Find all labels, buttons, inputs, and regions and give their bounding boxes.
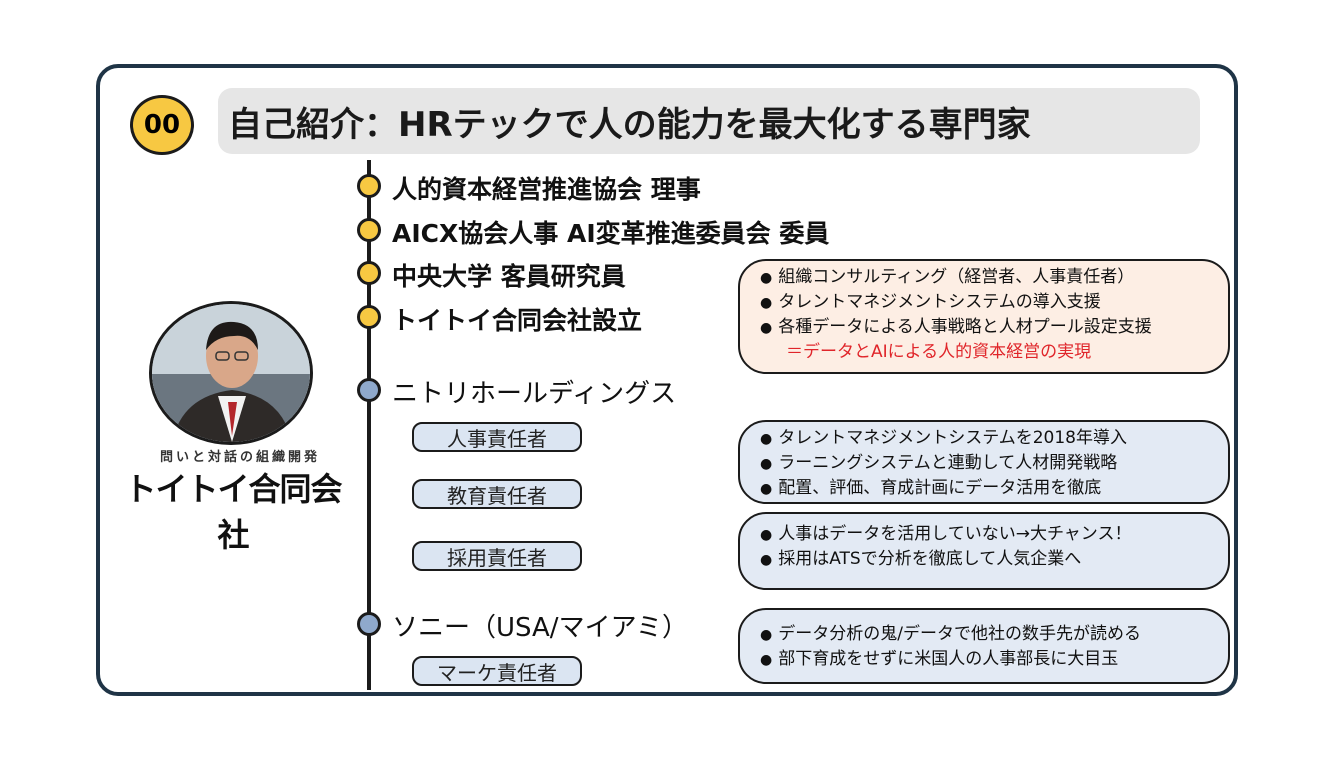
role-tag-education-head: 教育責任者 [412, 479, 582, 509]
profile-photo [149, 301, 313, 445]
timeline-node-blue [357, 378, 381, 402]
callout-sony: データ分析の鬼/データで他社の数手先が読める 部下育成をせずに米国人の人事部長に… [738, 608, 1230, 684]
slide-title: 自己紹介：HRテックで人の能力を最大化する専門家 [228, 104, 1031, 145]
timeline-node-gold [357, 218, 381, 242]
role-tag-hr-head: 人事責任者 [412, 422, 582, 452]
timeline-entry-chuo-university: 中央大学 客員研究員 [392, 262, 626, 291]
timeline-entry-association: 人的資本経営推進協会 理事 [392, 175, 701, 204]
list-item: データ分析の鬼/データで他社の数手先が読める [760, 622, 1216, 647]
slide-title-bar: 自己紹介：HRテックで人の能力を最大化する専門家 [218, 88, 1200, 154]
list-item: 部下育成をせずに米国人の人事部長に大目玉 [760, 647, 1216, 672]
timeline-line [367, 160, 371, 690]
timeline-node-gold [357, 305, 381, 329]
company-logo-text: トイトイ合同会社 [124, 470, 342, 554]
list-item: 採用はATSで分析を徹底して人気企業へ [760, 547, 1216, 572]
section-number-badge: 00 [130, 95, 194, 155]
timeline-node-gold [357, 261, 381, 285]
person-photo-icon [152, 304, 310, 442]
list-item: 配置、評価、育成計画にデータ活用を徹底 [760, 476, 1216, 501]
callout-toitoi: 組織コンサルティング（経営者、人事責任者） タレントマネジメントシステムの導入支… [738, 259, 1230, 374]
timeline-node-gold [357, 174, 381, 198]
company-tagline: 問いと対話の組織開発 [159, 450, 320, 465]
list-item: 人事はデータを活用していない→大チャンス！ [760, 522, 1216, 547]
list-item: 組織コンサルティング（経営者、人事責任者） [760, 265, 1216, 290]
callout-highlight: ＝データとAIによる人的資本経営の実現 [786, 342, 1092, 362]
list-item: タレントマネジメントシステムを2018年導入 [760, 426, 1216, 451]
timeline-entry-toitoi: トイトイ合同会社設立 [392, 306, 643, 335]
role-tag-recruiting-head: 採用責任者 [412, 541, 582, 571]
callout-nitori-recruiting: 人事はデータを活用していない→大チャンス！ 採用はATSで分析を徹底して人気企業… [738, 512, 1230, 590]
timeline-entry-sony: ソニー（USA/マイアミ） [392, 613, 689, 643]
list-item: 各種データによる人事戦略と人材プール設定支援 [760, 315, 1216, 340]
timeline-entry-nitori: ニトリホールディングス [392, 379, 677, 409]
callout-nitori-hr: タレントマネジメントシステムを2018年導入 ラーニングシステムと連動して人材開… [738, 420, 1230, 504]
role-tag-marketing-head: マーケ責任者 [412, 656, 582, 686]
list-item: タレントマネジメントシステムの導入支援 [760, 290, 1216, 315]
timeline-node-blue [357, 612, 381, 636]
list-item: ラーニングシステムと連動して人材開発戦略 [760, 451, 1216, 476]
timeline-entry-aicx: AICX協会人事 AI変革推進委員会 委員 [392, 219, 830, 248]
